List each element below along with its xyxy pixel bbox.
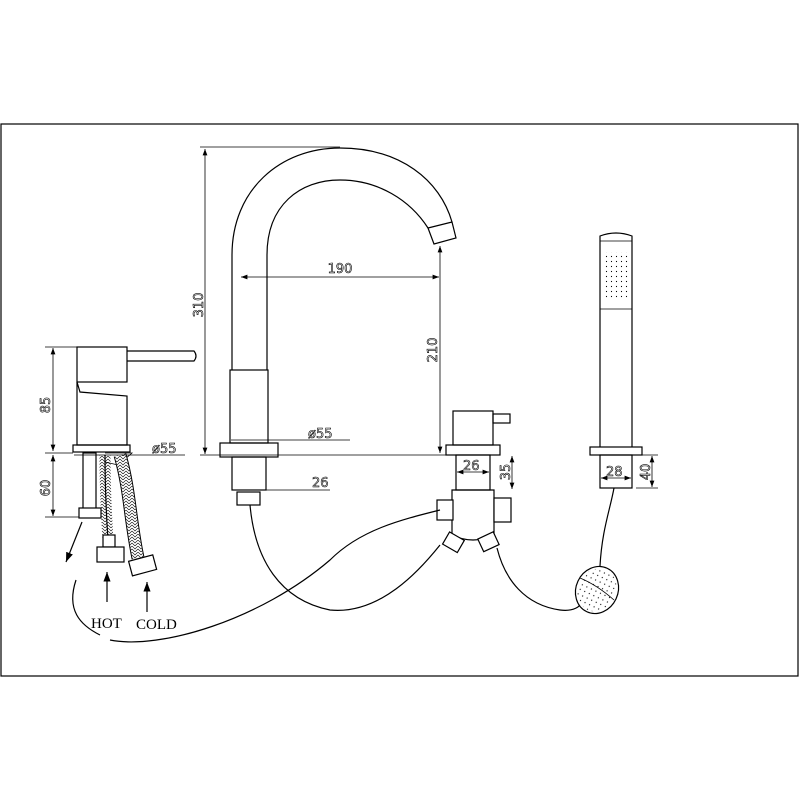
dimension-28: 28 [606, 465, 623, 480]
hot-label: HOT [91, 616, 122, 632]
spout [219, 147, 457, 506]
check-valve-ball [574, 565, 620, 615]
hoses [72, 487, 620, 643]
dimension-85: 85 [39, 397, 54, 414]
dimension-40: 40 [639, 464, 654, 481]
dimension-26-diverter: 26 [463, 459, 480, 474]
dimension-210: 210 [426, 338, 441, 363]
drawing-frame [0, 123, 799, 677]
dimension-diameter-55-spout: ø55 [308, 427, 333, 442]
dimension-35: 35 [499, 464, 514, 481]
diverter-valve: 26 35 [436, 410, 515, 554]
dimension-190: 190 [328, 262, 353, 277]
basin-mixer-dimensions: 85 60 ø55 [39, 346, 185, 518]
basin-mixer: HOT COLD [65, 346, 197, 633]
dimension-diameter-55-mixer: ø55 [152, 442, 177, 457]
dimension-26-spout: 26 [312, 476, 329, 491]
hand-shower: 28 40 [589, 232, 658, 489]
dimension-310: 310 [192, 293, 207, 318]
cold-label: COLD [136, 617, 177, 633]
dimension-60: 60 [39, 480, 54, 497]
spout-dimensions: 310 190 210 ø55 26 [192, 146, 448, 491]
